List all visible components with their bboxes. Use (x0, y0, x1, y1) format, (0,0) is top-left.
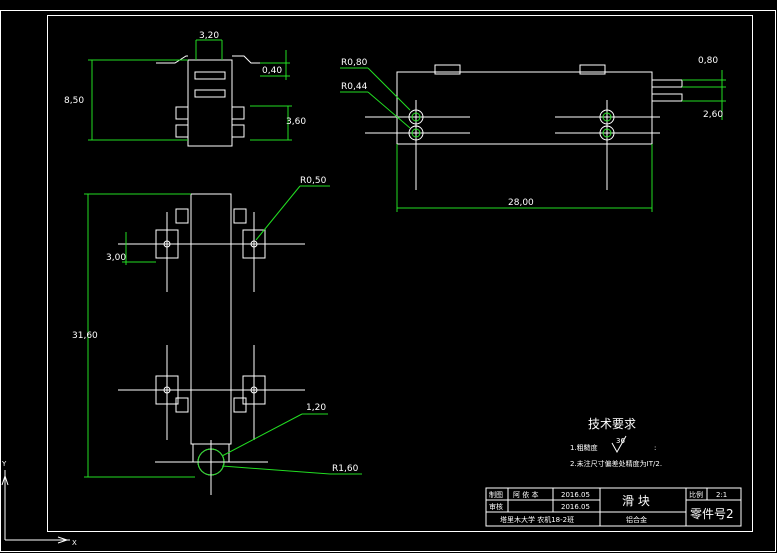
tb-scale-value: 2:1 (716, 491, 727, 499)
top-clip-4 (231, 124, 245, 138)
side-clip-3 (175, 397, 189, 413)
dim-top-offset: 0,40 (262, 66, 282, 76)
dim-front-right-top: 0,80 (698, 56, 718, 66)
tb-drawn-name: 阿 依 本 (513, 490, 538, 499)
tech-line2: 2.未注尺寸偏差处精度为IT/2. (570, 459, 662, 468)
tb-drawn-date: 2016.05 (561, 491, 590, 499)
front-view-body (396, 71, 653, 145)
top-clip-1 (175, 106, 189, 120)
tb-part-name: 滑 块 (622, 494, 650, 508)
ucs-icon (1, 470, 70, 544)
dim-top-width: 3,20 (199, 31, 219, 41)
tech-roughness: 36 (616, 437, 625, 445)
roughness-symbol (611, 435, 627, 454)
dim-left-r: R0,50 (300, 176, 327, 186)
tech-line1-colon: : (654, 444, 656, 452)
front-hole-3 (599, 109, 615, 125)
top-clip-3 (175, 124, 189, 138)
front-tab-1 (434, 64, 461, 75)
side-hole (250, 386, 258, 394)
title-block-lines (485, 487, 742, 527)
outer-frame (0, 10, 776, 552)
inner-frame (47, 15, 753, 532)
front-hole-2 (408, 125, 424, 141)
front-pin-1 (651, 79, 683, 88)
dim-top-spacing: 3,60 (286, 117, 306, 127)
ucs-x-label: X (72, 539, 77, 547)
side-clip-1 (175, 208, 189, 224)
tb-check-date: 2016.05 (561, 503, 590, 511)
ucs-y-label: Y (1, 460, 7, 468)
leader (221, 413, 303, 457)
leader (221, 465, 331, 475)
tb-part-no: 零件号2 (690, 507, 734, 521)
side-clip-2 (233, 208, 247, 224)
dim-left-total: 31,60 (72, 331, 98, 341)
leader (255, 185, 301, 241)
front-tab-2 (579, 64, 606, 75)
dim-top-height: 8,50 (64, 96, 84, 106)
tech-title: 技术要求 (588, 417, 636, 431)
dim-front-r2: R0,44 (341, 82, 368, 92)
tb-material: 铝合金 (626, 515, 647, 524)
front-hole-4-inner (602, 128, 612, 138)
side-hole (250, 240, 258, 248)
front-hole-4 (599, 125, 615, 141)
dim-front-length: 28,00 (508, 198, 534, 208)
side-view-body (190, 193, 232, 445)
front-view (340, 64, 726, 212)
side-hole (163, 386, 171, 394)
tb-scale-label: 比例 (689, 490, 703, 499)
front-hole-1-inner (411, 112, 421, 122)
leader (367, 67, 411, 111)
dim-left-r-bottom: R1,60 (332, 464, 359, 474)
dim-front-r1: R0,80 (341, 58, 368, 68)
top-view (88, 39, 292, 147)
tech-line1: 1.粗糙度 (570, 443, 598, 452)
top-view-body (187, 59, 233, 147)
side-view (84, 185, 362, 495)
front-hole-3-inner (602, 112, 612, 122)
title-block-frame (485, 487, 742, 527)
dim-front-right-gap: 2,60 (703, 110, 723, 120)
side-clip-4 (233, 397, 247, 413)
tb-check-label: 审核 (489, 502, 503, 511)
dim-left-offset: 3,00 (106, 253, 126, 263)
side-hole (163, 240, 171, 248)
dim-left-hole: 1,20 (306, 403, 326, 413)
tb-drawn-label: 制图 (489, 490, 503, 499)
leader (367, 91, 411, 129)
front-hole-1 (408, 109, 424, 125)
tb-school: 塔里木大学 农机18-2班 (500, 515, 574, 524)
front-hole-2-inner (411, 128, 421, 138)
top-clip-2 (231, 106, 245, 120)
front-pin-2 (651, 93, 683, 102)
top-slot-1 (194, 71, 226, 80)
top-slot-2 (194, 89, 226, 98)
